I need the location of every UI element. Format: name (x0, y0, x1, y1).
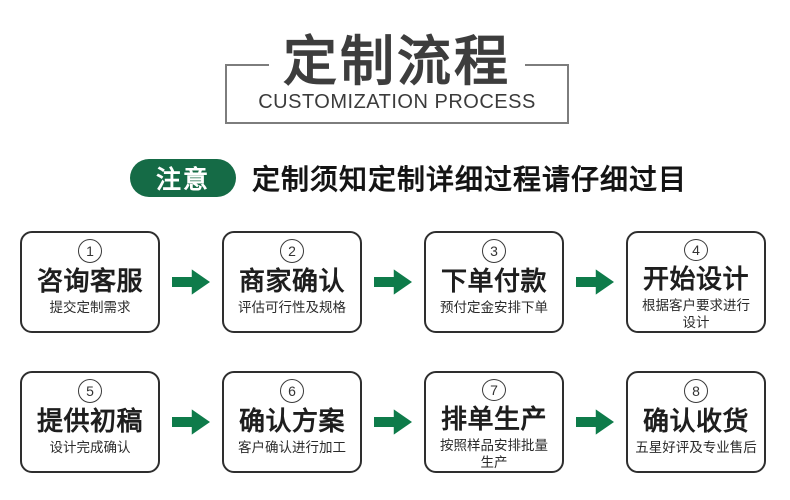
step-desc: 评估可行性及规格 (238, 300, 346, 315)
step-title: 商家确认 (238, 266, 345, 296)
arrow-right-icon (576, 409, 614, 435)
step-number-badge: 3 (482, 239, 506, 263)
arrow-right-icon (374, 409, 412, 435)
step-card-4: 4 开始设计 根据客户要求进行 设计 (626, 231, 766, 333)
step-number-badge: 4 (684, 239, 708, 261)
step-title: 咨询客服 (36, 266, 143, 296)
step-desc: 按照样品安排批量 生产 (440, 438, 548, 470)
step-card-6: 6 确认方案 客户确认进行加工 (222, 371, 362, 473)
step-card-2: 2 商家确认 评估可行性及规格 (222, 231, 362, 333)
step-desc: 客户确认进行加工 (238, 440, 346, 455)
arrow-right-icon (172, 269, 210, 295)
page-title: 定制流程 (269, 31, 525, 93)
step-title: 确认收货 (642, 406, 749, 436)
step-title: 开始设计 (642, 264, 749, 294)
step-title: 排单生产 (440, 404, 547, 434)
arrow-right-icon (374, 269, 412, 295)
step-card-5: 5 提供初稿 设计完成确认 (20, 371, 160, 473)
step-card-3: 3 下单付款 预付定金安排下单 (424, 231, 564, 333)
step-desc: 五星好评及专业售后 (635, 440, 757, 455)
step-card-8: 8 确认收货 五星好评及专业售后 (626, 371, 766, 473)
step-desc: 设计完成确认 (49, 440, 131, 455)
step-desc: 提交定制需求 (49, 300, 131, 315)
step-number-badge: 2 (280, 239, 304, 263)
step-title: 下单付款 (440, 266, 547, 296)
arrow-right-icon (576, 269, 614, 295)
notice-text: 定制须知定制详细过程请仔细过目 (252, 164, 688, 195)
step-number-badge: 1 (78, 239, 102, 263)
notice-badge: 注意 (130, 159, 237, 197)
steps-row-2: 5 提供初稿 设计完成确认 6 确认方案 客户确认进行加工 7 排单生产 按照样… (20, 371, 766, 473)
title-frame: 定制流程 CUSTOMIZATION PROCESS (225, 31, 569, 124)
step-desc: 根据客户要求进行 设计 (642, 298, 750, 330)
step-number-badge: 8 (684, 379, 708, 403)
steps-row-1: 1 咨询客服 提交定制需求 2 商家确认 评估可行性及规格 3 下单付款 预付定… (20, 231, 766, 333)
notice-row: 注意 定制须知定制详细过程请仔细过目 (130, 158, 687, 198)
step-number-badge: 7 (482, 379, 506, 401)
step-card-7: 7 排单生产 按照样品安排批量 生产 (424, 371, 564, 473)
step-number-badge: 6 (280, 379, 304, 403)
step-desc: 预付定金安排下单 (440, 300, 548, 315)
step-card-1: 1 咨询客服 提交定制需求 (20, 231, 160, 333)
page-subtitle: CUSTOMIZATION PROCESS (258, 91, 536, 113)
step-title: 提供初稿 (36, 406, 143, 436)
arrow-right-icon (172, 409, 210, 435)
step-number-badge: 5 (78, 379, 102, 403)
step-title: 确认方案 (238, 406, 345, 436)
